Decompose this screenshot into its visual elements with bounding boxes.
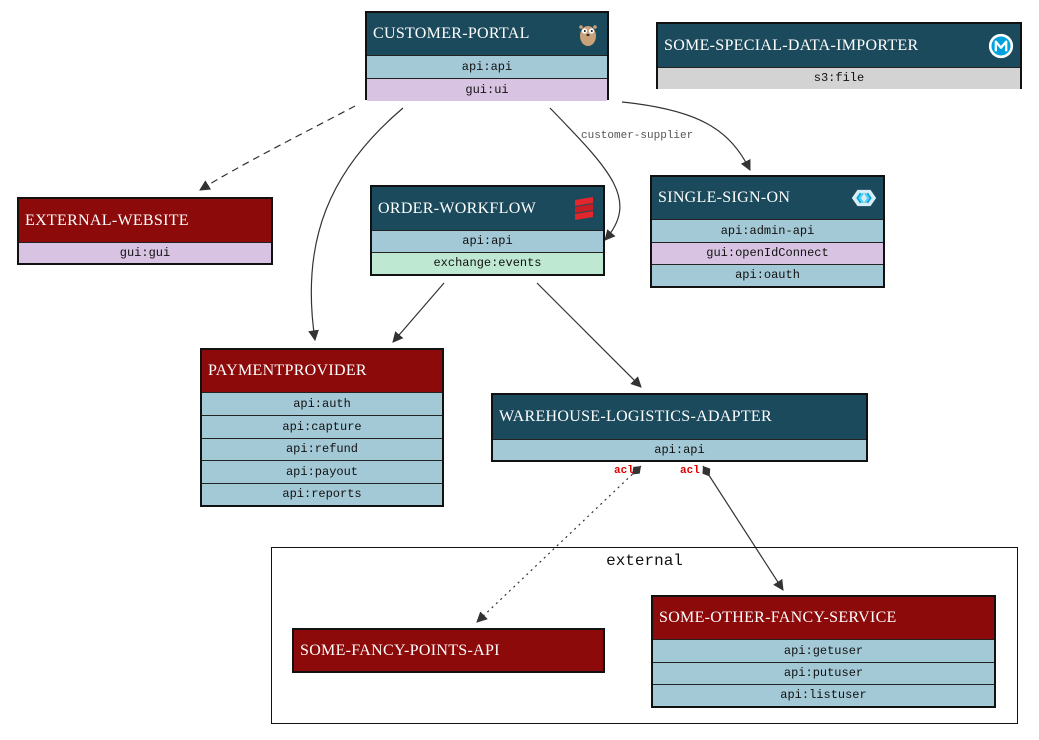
edge-warehouse-to-fancy-points (476, 465, 642, 623)
row-api: api:auth (202, 392, 442, 415)
row-api: api:reports (202, 483, 442, 505)
row-api: api:api (493, 439, 866, 460)
node-single-sign-on[interactable]: SINGLE-SIGN-ON api:admin-api gui:openIdC… (650, 175, 885, 288)
node-special-data-importer[interactable]: SOME-SPECIAL-DATA-IMPORTER s3:file (656, 22, 1022, 89)
node-title: CUSTOMER-PORTAL (373, 25, 530, 42)
row-api: api:putuser (653, 662, 994, 684)
edge-portal-to-single-sign-on (621, 101, 751, 171)
node-customer-portal[interactable]: CUSTOMER-PORTAL api:api gui:ui (365, 11, 609, 101)
acl-label-right: acl (680, 465, 700, 477)
cluster-label: external (606, 552, 683, 570)
keycloak-icon (851, 185, 877, 211)
row-api: api:listuser (653, 684, 994, 706)
edge-warehouse-to-other-fancy (702, 465, 784, 591)
node-order-workflow[interactable]: ORDER-WORKFLOW api:api exchange:events (370, 185, 605, 276)
node-title: PAYMENTPROVIDER (208, 362, 367, 379)
row-s3: s3:file (658, 67, 1020, 89)
row-api: api:api (367, 55, 607, 78)
row-api: api:capture (202, 415, 442, 438)
row-gui: gui:gui (19, 242, 271, 263)
node-title: WAREHOUSE-LOGISTICS-ADAPTER (499, 408, 772, 425)
row-gui: gui:ui (367, 78, 607, 101)
node-title: EXTERNAL-WEBSITE (25, 211, 189, 229)
node-some-fancy-points-api[interactable]: SOME-FANCY-POINTS-API (292, 628, 605, 673)
row-api: api:admin-api (652, 219, 883, 242)
row-api: api:getuser (653, 639, 994, 662)
node-title: ORDER-WORKFLOW (378, 199, 536, 217)
node-title: SINGLE-SIGN-ON (658, 189, 791, 206)
row-api: api:oauth (652, 264, 883, 286)
mulesoft-icon (988, 33, 1014, 59)
node-title: SOME-SPECIAL-DATA-IMPORTER (664, 36, 919, 54)
row-api: api:payout (202, 460, 442, 483)
edge-order-workflow-to-paymentprovider (392, 282, 445, 343)
edge-portal-to-paymentprovider (308, 107, 404, 342)
row-api: api:refund (202, 438, 442, 460)
edge-portal-to-order-workflow (549, 107, 621, 241)
node-title: SOME-FANCY-POINTS-API (300, 641, 500, 659)
edge-portal-to-external-website (199, 105, 356, 191)
edge-order-workflow-to-warehouse (536, 282, 642, 388)
redis-stack-icon (571, 196, 597, 222)
node-title: SOME-OTHER-FANCY-SERVICE (659, 609, 897, 626)
acl-label-left: acl (614, 465, 634, 477)
edge-label-customer-supplier: customer-supplier (581, 130, 694, 142)
row-gui: gui:openIdConnect (652, 242, 883, 264)
node-some-other-fancy-service[interactable]: SOME-OTHER-FANCY-SERVICE api:getuser api… (651, 595, 996, 708)
node-external-website[interactable]: EXTERNAL-WEBSITE gui:gui (17, 197, 273, 265)
cluster-external: external (271, 547, 1018, 724)
go-gopher-icon (575, 21, 601, 47)
node-warehouse-logistics-adapter[interactable]: WAREHOUSE-LOGISTICS-ADAPTER api:api (491, 393, 868, 462)
row-exchange: exchange:events (372, 252, 603, 274)
row-api: api:api (372, 230, 603, 252)
node-paymentprovider[interactable]: PAYMENTPROVIDER api:auth api:capture api… (200, 348, 444, 507)
